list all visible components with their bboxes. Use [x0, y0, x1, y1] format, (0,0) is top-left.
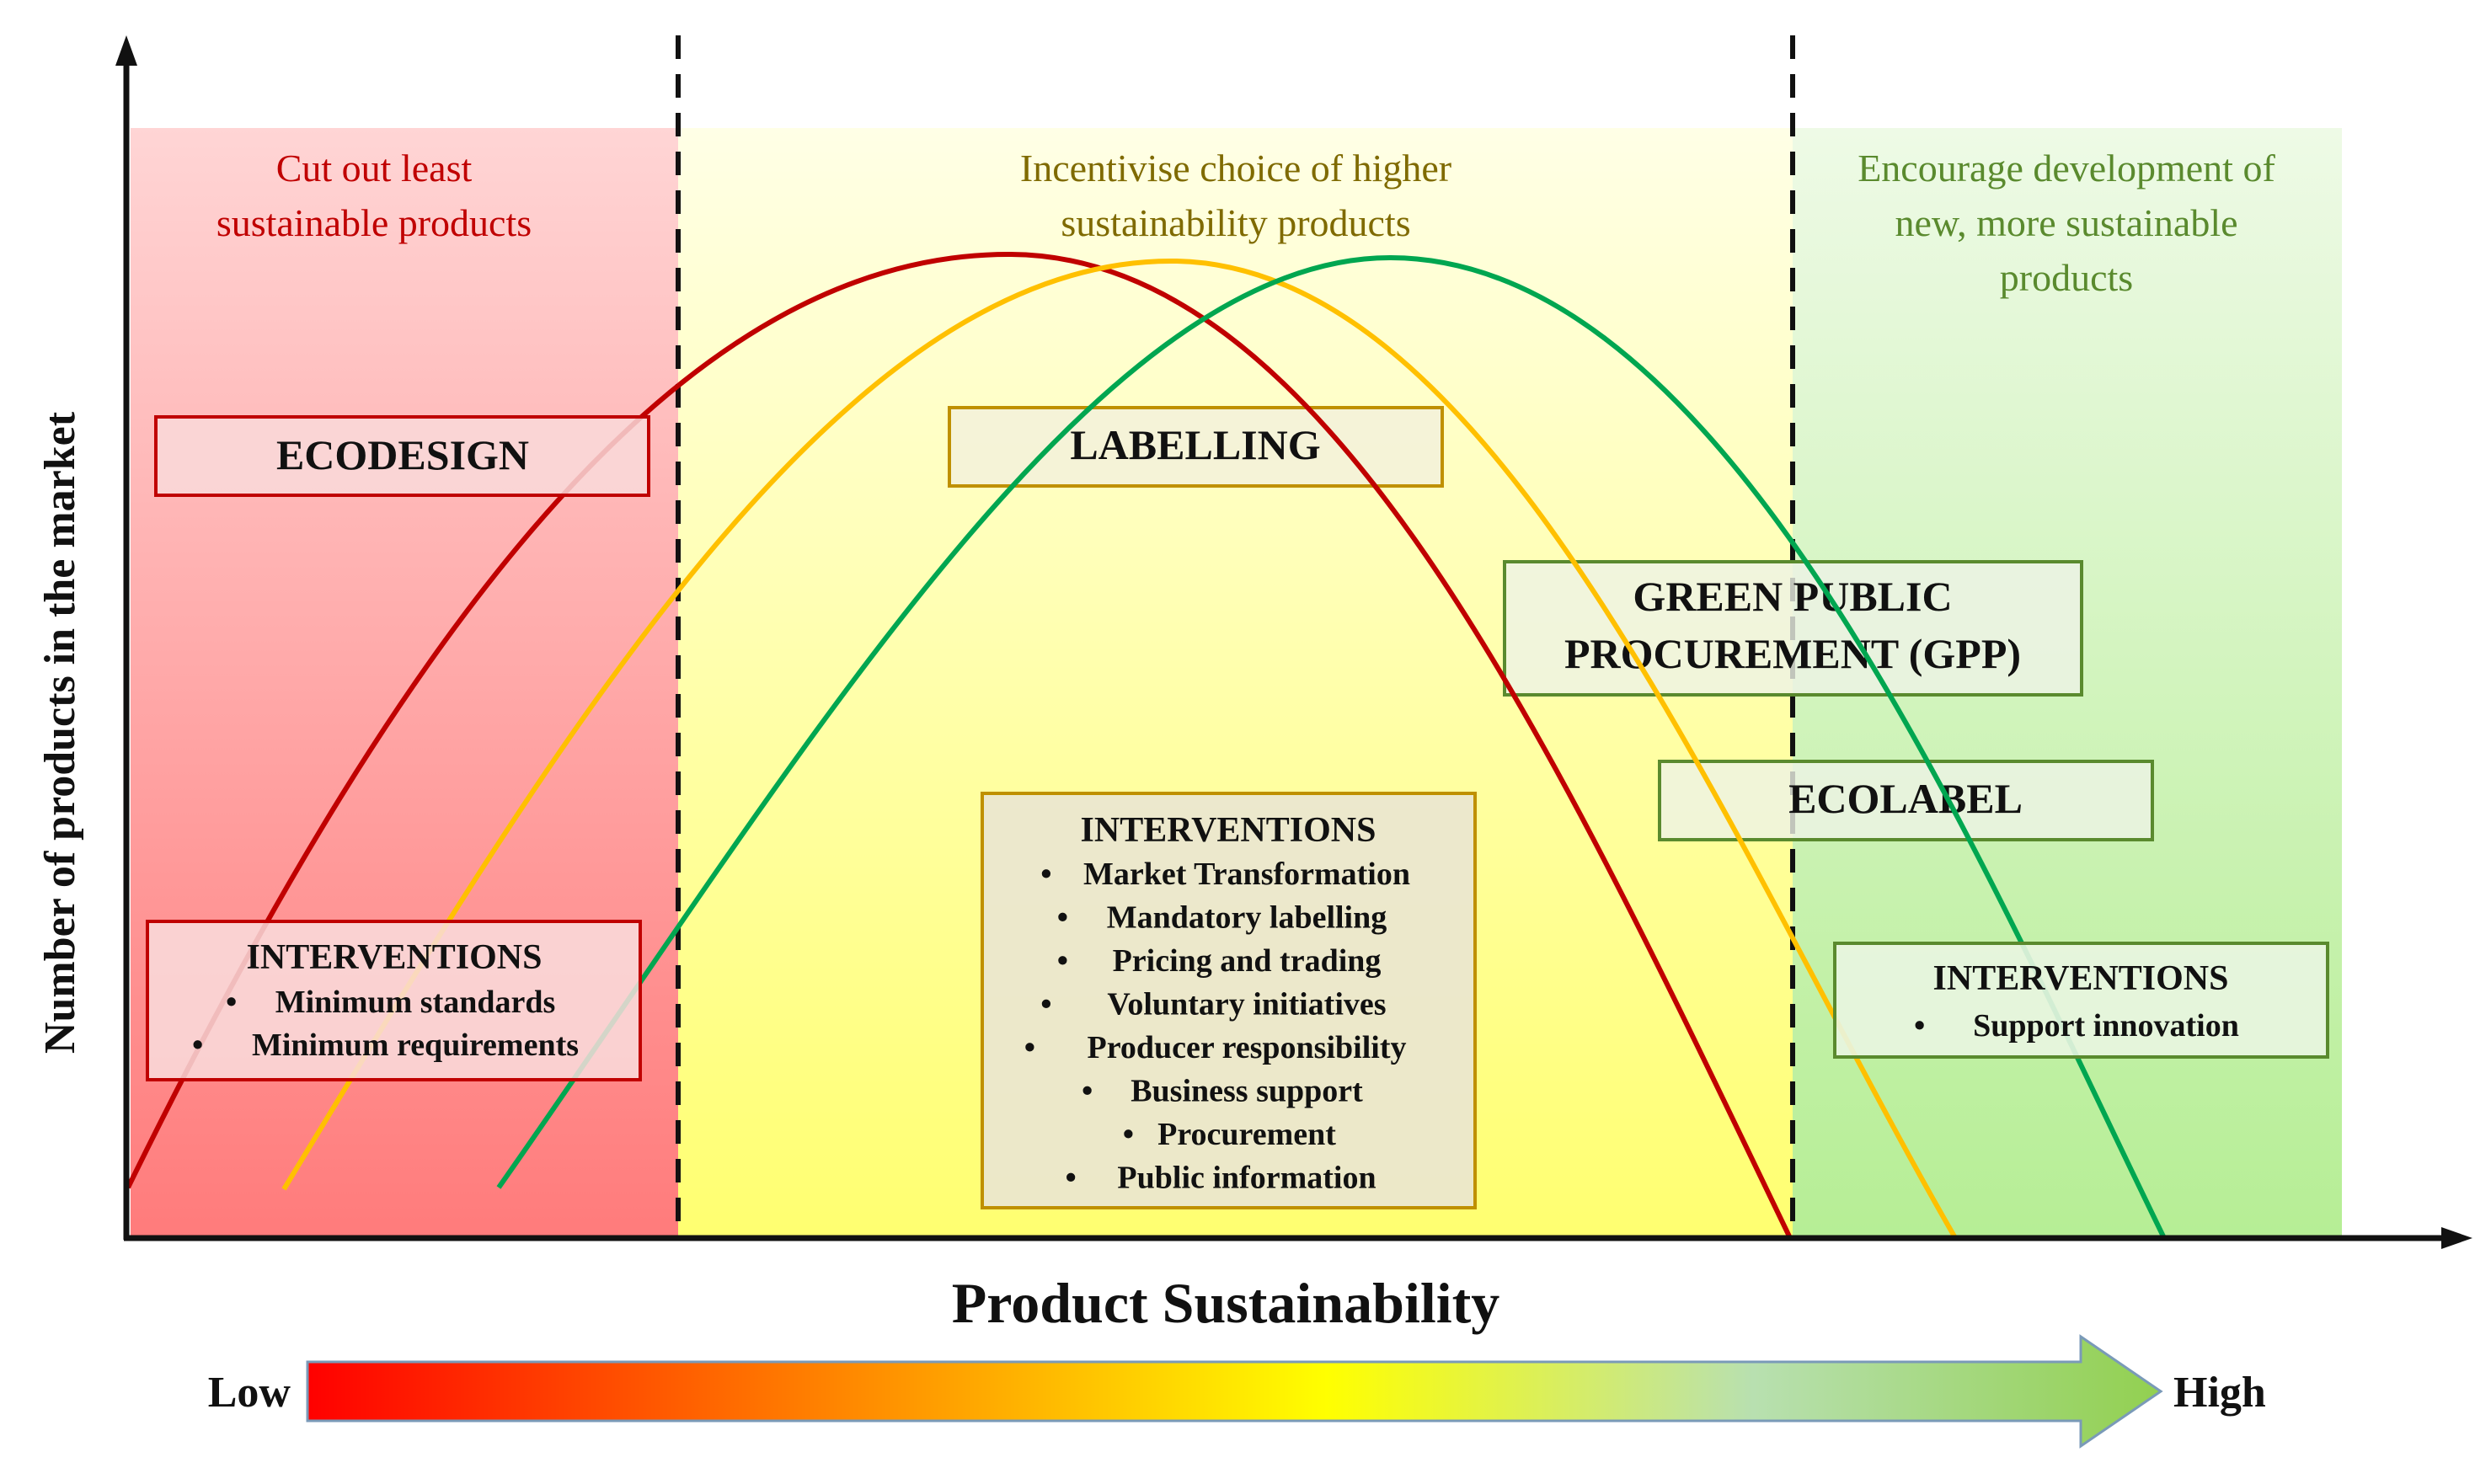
x-axis-arrowhead [2441, 1227, 2472, 1249]
zone-mid-title-line-2: sustainability products [1061, 201, 1410, 244]
ecolabel-label: ECOLABEL [1788, 775, 2023, 822]
interventions-mid-bullet: • [1082, 1074, 1093, 1109]
zone-high-title-line-2: new, more sustainable [1895, 201, 2237, 244]
interventions-low-box [146, 920, 642, 1081]
zone-high-title-line-3: products [2000, 256, 2133, 299]
labelling-label: LABELLING [1070, 421, 1320, 468]
curve-red [126, 251, 1793, 1240]
zone-low-title-line-2: sustainable products [216, 201, 532, 244]
scale-arrow [306, 1334, 2163, 1449]
gpp-box [1503, 560, 2083, 697]
scale-high-label: High [2173, 1369, 2266, 1417]
x-axis-label: Product Sustainability [952, 1271, 1500, 1335]
y-axis-label: Number of products in the market [36, 411, 84, 1054]
interventions-low-title: INTERVENTIONS [247, 938, 543, 977]
interventions-mid-bullet: • [1024, 1030, 1035, 1065]
interventions-mid-item: Procurement [1157, 1117, 1336, 1152]
interventions-high-bullet: • [1914, 1008, 1925, 1044]
interventions-mid-item: Business support [1131, 1074, 1363, 1109]
labelling-box [948, 406, 1444, 488]
scale-low-label: Low [208, 1369, 291, 1417]
interventions-mid-item: Public information [1117, 1161, 1376, 1196]
interventions-mid-bullet: • [1057, 900, 1068, 936]
curve-green [496, 254, 2166, 1238]
interventions-mid-bullet: • [1123, 1117, 1134, 1152]
interventions-mid-bullet: • [1040, 857, 1051, 892]
interventions-low-bullet: • [226, 985, 237, 1020]
zone-high-title-line-1: Encourage development of [1858, 147, 2275, 190]
zone-mid-title-line-1: Incentivise choice of higher [1020, 147, 1451, 190]
interventions-high-title: INTERVENTIONS [1933, 959, 2229, 998]
interventions-mid-item: Mandatory labelling [1107, 900, 1387, 936]
ecolabel-box [1658, 760, 2154, 841]
interventions-low-bullet: • [192, 1028, 203, 1063]
ecodesign-label: ECODESIGN [276, 431, 529, 478]
curve-orange [281, 258, 1957, 1238]
y-axis-arrowhead [115, 35, 137, 66]
interventions-mid-box [981, 792, 1477, 1209]
interventions-mid-list: • Market Transformation • Mandatory labelli… [1024, 857, 1410, 1196]
interventions-high-box [1833, 942, 2329, 1059]
interventions-low-item: Minimum standards [275, 985, 556, 1020]
interventions-mid-bullet: • [1040, 987, 1051, 1022]
interventions-mid-title: INTERVENTIONS [1081, 811, 1376, 850]
interventions-mid-item: Pricing and trading [1113, 943, 1382, 979]
interventions-mid-item: Producer responsibility [1088, 1030, 1407, 1065]
interventions-low-item: Minimum requirements [252, 1028, 579, 1063]
interventions-mid-item: Market Transformation [1083, 857, 1410, 892]
interventions-mid-bullet: • [1057, 943, 1068, 979]
interventions-mid-bullet: • [1066, 1161, 1077, 1196]
ecodesign-box [154, 415, 650, 497]
interventions-high-item: Support innovation [1973, 1008, 2239, 1044]
gpp-label-line-1: GREEN PUBLIC [1633, 573, 1952, 620]
interventions-mid-item: Voluntary initiatives [1107, 987, 1386, 1022]
zone-low-title-line-1: Cut out least [276, 147, 473, 190]
